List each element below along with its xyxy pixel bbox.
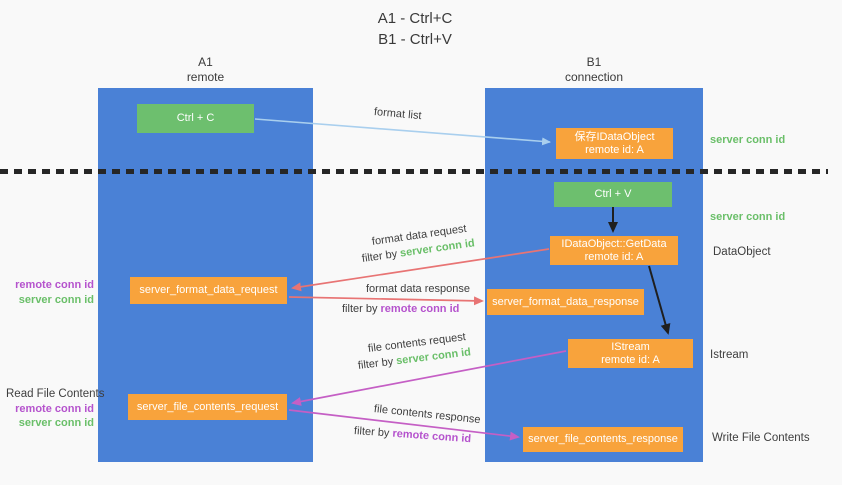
node-save-idataobject: 保存IDataObject remote id: A <box>556 128 673 159</box>
title-line-2: B1 - Ctrl+V <box>378 31 452 48</box>
node-server-file-contents-request: server_file_contents_request <box>128 394 287 420</box>
column-b1-subtitle: connection <box>564 70 624 84</box>
remote-conn-id-text: remote conn id <box>392 427 472 446</box>
node-ctrl-v-label: Ctrl + V <box>594 188 632 200</box>
arrow-format-data-response <box>288 296 484 306</box>
node-server-format-data-request: server_format_data_request <box>130 277 287 304</box>
node-getdata-line1: IDataObject::GetData <box>561 237 667 250</box>
label-format-data-response: format data response <box>366 283 470 295</box>
remote-conn-id-text: remote conn id <box>380 303 460 315</box>
node-istream-line1: IStream <box>611 340 650 353</box>
label-dataobject: DataObject <box>713 246 771 258</box>
diagram-title: A1 - Ctrl+C B1 - Ctrl+V <box>300 8 530 50</box>
label-server-conn-id-left-bottom: server conn id <box>18 417 94 429</box>
label-istream: Istream <box>710 349 749 361</box>
title-line-1: A1 - Ctrl+C <box>377 10 453 27</box>
label-read-file-contents: Read File Contents <box>6 388 105 400</box>
label-remote-conn-id-left-top: remote conn id <box>15 279 94 291</box>
column-b1-name: B1 <box>586 55 602 69</box>
label-server-conn-id-left-top: server conn id <box>18 293 94 306</box>
node-format-response-label: server_format_data_response <box>492 295 639 308</box>
label-format-list: format list <box>373 106 423 123</box>
left-label-group-file: Read File Contents remote conn id server… <box>6 387 105 431</box>
node-server-file-contents-response: server_file_contents_response <box>523 427 683 452</box>
label-filter-format-response: filter by remote conn id <box>342 303 459 315</box>
column-header-b1: B1 connection <box>485 55 703 85</box>
node-idataobject-getdata: IDataObject::GetData remote id: A <box>550 236 678 265</box>
node-ctrl-c: Ctrl + C <box>137 104 254 133</box>
node-format-request-label: server_format_data_request <box>139 284 278 296</box>
column-header-a1: A1 remote <box>98 55 313 85</box>
filter-by-text: filter by <box>342 303 381 315</box>
filter-by-text: filter by <box>353 425 393 440</box>
node-istream: IStream remote id: A <box>568 339 693 368</box>
dashed-divider <box>0 169 828 174</box>
left-label-group-format: remote conn id server conn id <box>6 278 94 307</box>
label-server-conn-id-right-mid: server conn id <box>710 211 786 223</box>
node-file-request-label: server_file_contents_request <box>136 400 279 413</box>
filter-by-text: filter by <box>357 355 397 372</box>
label-write-file-contents: Write File Contents <box>712 432 810 444</box>
label-filter-file-response: filter by remote conn id <box>354 425 472 445</box>
node-ctrl-v: Ctrl + V <box>554 182 672 207</box>
node-istream-line2: remote id: A <box>601 353 660 366</box>
node-server-format-data-response: server_format_data_response <box>487 289 644 315</box>
node-ctrl-c-label: Ctrl + C <box>176 112 215 124</box>
filter-by-text: filter by <box>361 247 401 265</box>
node-save-idataobject-line2: remote id: A <box>585 143 644 156</box>
node-getdata-line2: remote id: A <box>584 250 644 263</box>
column-a1-name: A1 <box>198 55 213 69</box>
column-a1-subtitle: remote <box>186 70 225 84</box>
label-remote-conn-id-left-bottom: remote conn id <box>15 402 94 415</box>
label-server-conn-id-right-top: server conn id <box>710 134 786 146</box>
node-save-idataobject-line1: 保存IDataObject <box>574 130 655 143</box>
node-file-response-label: server_file_contents_response <box>528 433 678 445</box>
label-file-contents-response: file contents response <box>373 403 482 427</box>
